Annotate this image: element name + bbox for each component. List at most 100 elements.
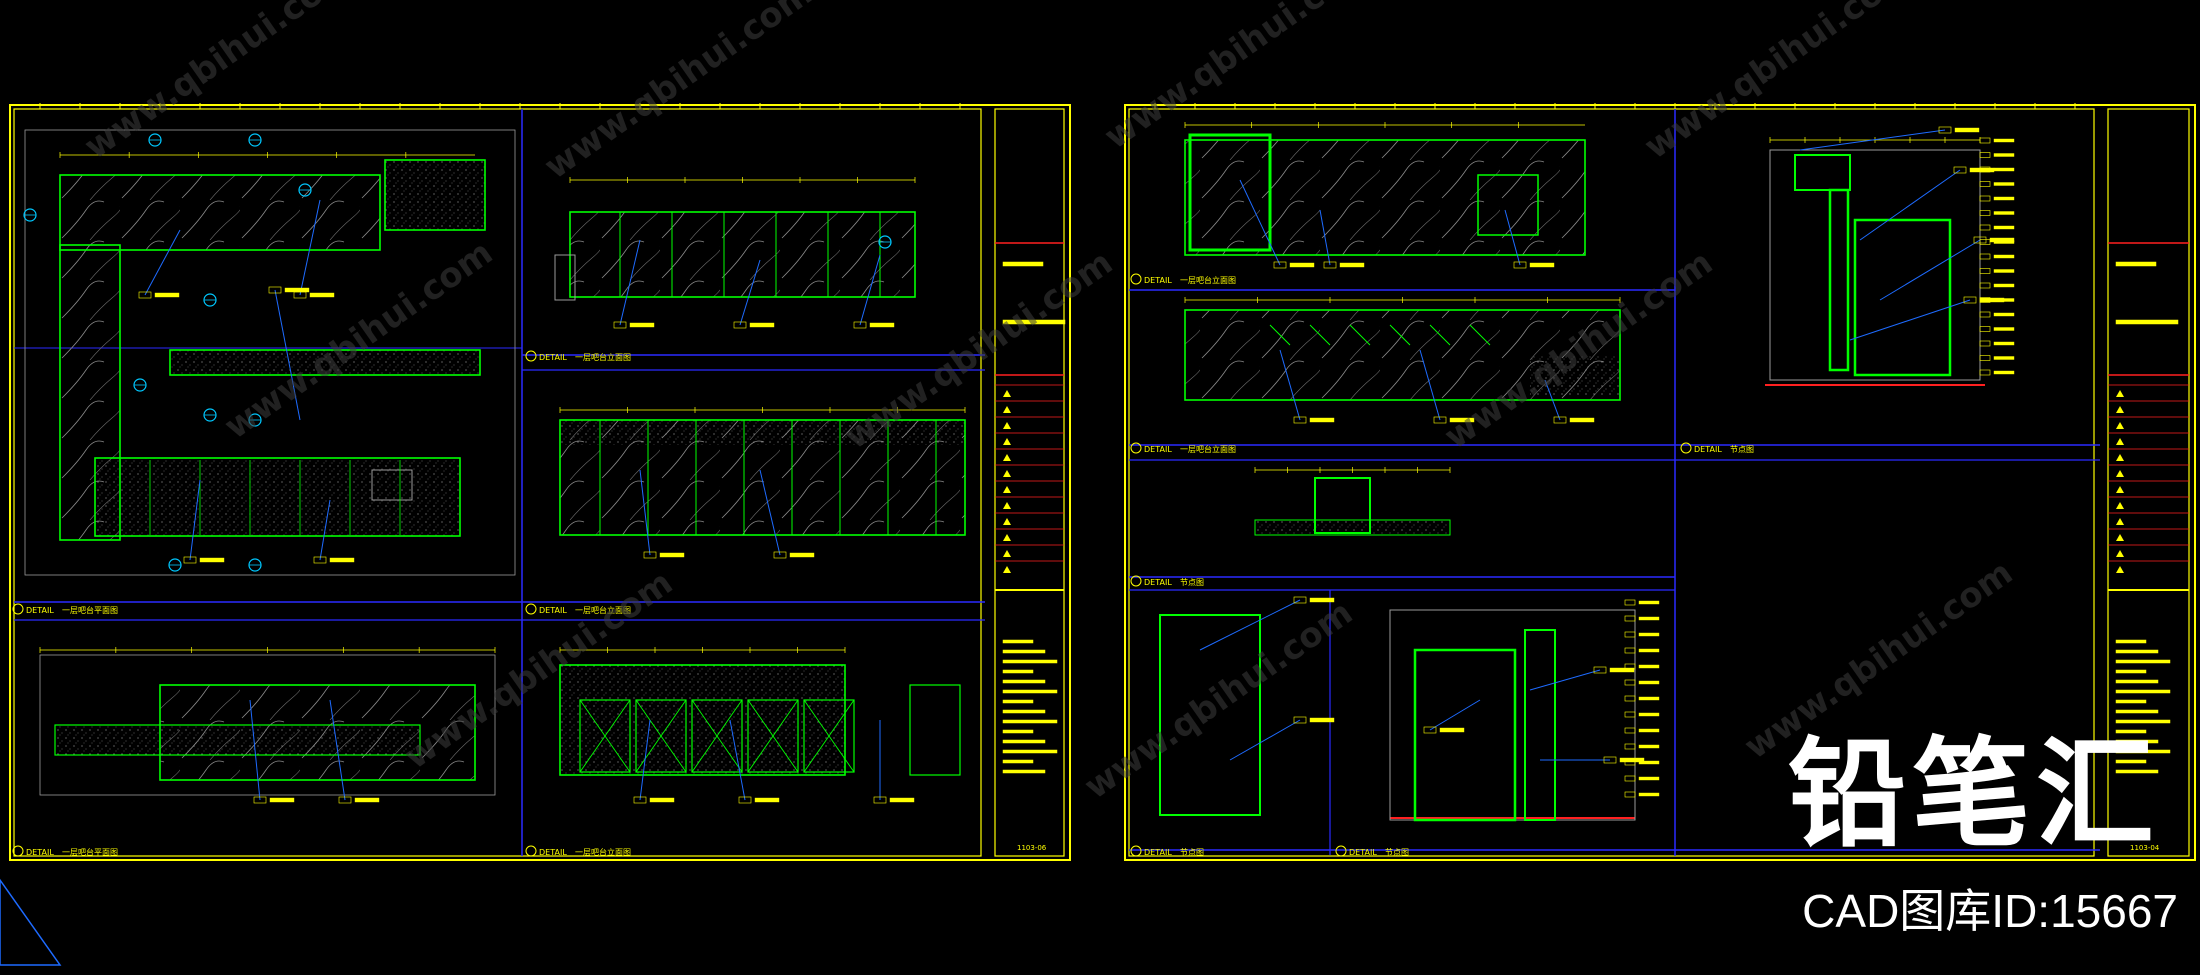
glass-rack <box>1429 324 1451 346</box>
material-tag <box>738 796 752 804</box>
material-tag <box>1273 261 1287 269</box>
annotation-text <box>1993 240 2015 244</box>
plan-outline <box>39 654 496 796</box>
node-column <box>1524 629 1556 821</box>
leader-line <box>1229 719 1301 761</box>
title-block-text-bar <box>2115 659 2171 664</box>
material-tag <box>1963 296 1977 304</box>
material-tag-text <box>309 292 335 298</box>
material-tag <box>253 796 267 804</box>
counter-top-hatch <box>560 420 965 445</box>
title-block-text-bar <box>1002 709 1046 714</box>
material-tag-text <box>1309 597 1335 603</box>
material-tag <box>853 321 867 329</box>
annotation-text <box>1638 776 1660 781</box>
leader-line <box>1429 699 1481 731</box>
detail-prefix: DETAIL <box>539 353 567 362</box>
glass-rack <box>1389 324 1411 346</box>
material-tag-text <box>1309 417 1335 423</box>
revision-triangle <box>1003 486 1011 493</box>
leader-line <box>1879 239 1981 301</box>
material-tag-text <box>199 557 225 563</box>
view-title: 一层吧台立面图 <box>1180 444 1236 454</box>
detail-bubble <box>525 845 537 857</box>
material-tag <box>338 796 352 804</box>
detail-prefix: DETAIL <box>539 606 567 615</box>
material-tag <box>873 796 887 804</box>
leader-line <box>274 289 301 421</box>
wall-elevation <box>1184 139 1586 256</box>
leader-line <box>1239 179 1281 266</box>
detail-prefix: DETAIL <box>1349 848 1377 857</box>
leader-line <box>189 479 201 561</box>
view-title: 一层吧台平面图 <box>62 847 118 857</box>
revision-triangle <box>2116 454 2124 461</box>
glass-rack <box>1309 324 1331 346</box>
section-head <box>1794 154 1851 191</box>
cabinet-door <box>691 699 743 773</box>
sheet-number-label: 1103-06 <box>1017 844 1047 852</box>
revision-triangle <box>1003 518 1011 525</box>
annotation-text <box>1638 760 1660 765</box>
detail-prefix: DETAIL <box>1144 445 1172 454</box>
sheet-border <box>1124 104 2196 861</box>
annotation-tag <box>1979 224 1991 231</box>
leader-line <box>639 469 651 556</box>
material-tag <box>1513 261 1527 269</box>
title-block-text-bar <box>2115 709 2159 714</box>
view-title: 节点图 <box>1180 848 1204 857</box>
title-block-text-bar <box>2115 679 2159 684</box>
counter-front-run <box>94 457 461 537</box>
title-block-text-bar <box>2115 261 2157 267</box>
sheet-frames <box>9 103 2196 861</box>
revision-triangle <box>2116 438 2124 445</box>
leader-line <box>619 239 641 326</box>
glass-rack <box>1349 324 1371 346</box>
annotation-text <box>1993 370 2015 375</box>
revision-triangle <box>2116 566 2124 573</box>
detail-bubble <box>1130 845 1142 857</box>
title-block-text-bar <box>2115 689 2171 694</box>
title-block-text-bar <box>1002 689 1058 694</box>
annotation-tag <box>1979 369 1991 376</box>
title-block-text-bar <box>1002 719 1058 724</box>
leader-line <box>859 254 881 326</box>
elevation-wall-hatch <box>570 212 915 297</box>
annotation-tag <box>1979 152 1991 158</box>
title-block-text-bar <box>1002 699 1034 704</box>
view-title: 节点图 <box>1385 848 1409 857</box>
material-tag-text <box>659 552 685 558</box>
annotation-text <box>1993 153 2015 157</box>
counter-bar-hatch <box>170 350 480 375</box>
title-block-text-bar <box>2115 699 2147 704</box>
title-block-text-bar <box>1002 759 1034 764</box>
door-swing-line <box>579 699 631 773</box>
material-tag <box>1433 416 1447 424</box>
sink-fixture <box>371 469 413 501</box>
annotation-text <box>1993 283 2015 288</box>
revision-triangle <box>1003 502 1011 509</box>
annotation-tag <box>1979 210 1991 216</box>
title-block-text-bar <box>2115 649 2159 654</box>
material-tag-text <box>789 552 815 558</box>
section-post <box>1828 188 1850 372</box>
material-tag-text <box>1449 417 1475 423</box>
leader-line <box>1859 169 1961 241</box>
drawing-region-border <box>1128 108 2095 857</box>
material-tag-text <box>1289 262 1315 268</box>
material-tag <box>183 556 197 564</box>
leader-line <box>319 499 331 561</box>
counter-elevation <box>1184 309 1621 401</box>
leader-line <box>739 259 761 326</box>
detail-bubble <box>1680 442 1692 454</box>
cabinet-door <box>579 699 631 773</box>
material-tag <box>733 321 747 329</box>
annotation-tag <box>1979 137 1991 144</box>
material-tag <box>633 796 647 804</box>
title-block-text-bar <box>1002 729 1034 734</box>
material-tag <box>1938 126 1952 134</box>
annotation-text <box>1638 792 1660 797</box>
annotation-text <box>1638 600 1660 605</box>
material-tag-text <box>1309 717 1335 723</box>
